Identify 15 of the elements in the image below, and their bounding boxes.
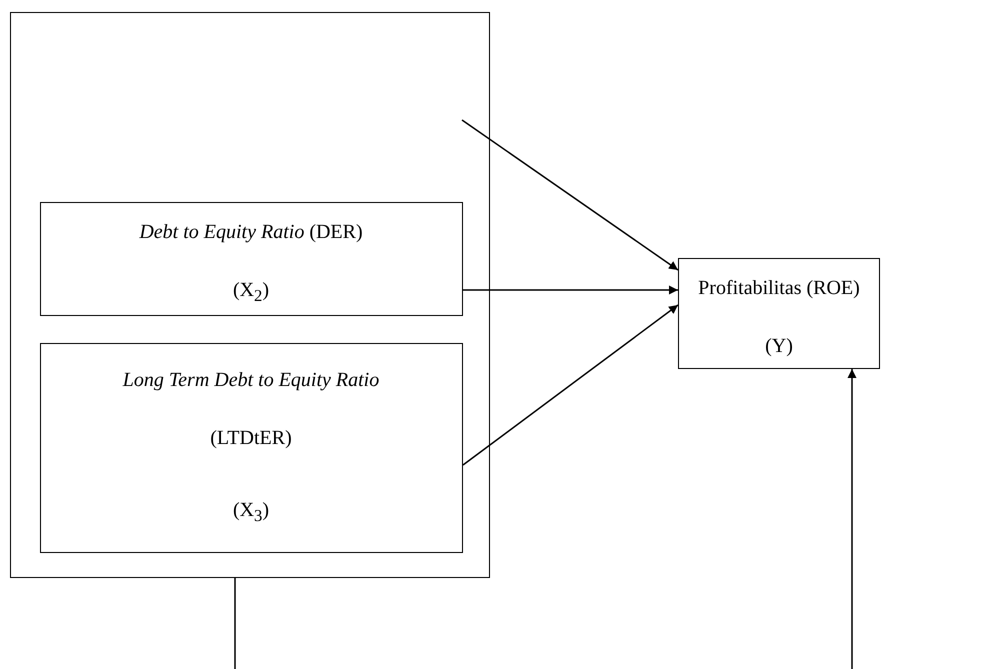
group-box: [10, 12, 490, 578]
node-text: Long Term Debt to Equity Ratio (LTDtER): [122, 368, 380, 450]
arrow: [462, 119, 678, 271]
process-box: [678, 258, 880, 369]
node-text: (X$_{3}$): [232, 498, 270, 526]
process-box: [40, 202, 462, 316]
node-text: Profitabilitas (ROE): [697, 276, 861, 301]
node-text: Debt to Equity Ratio (DER): [138, 220, 364, 244]
process-box: [40, 342, 462, 552]
node-text: (X$_{2}$): [232, 278, 270, 306]
arrow: [463, 286, 678, 294]
arrow: [848, 369, 856, 669]
connector-line: [234, 578, 236, 669]
arrow: [462, 304, 678, 466]
node-text: (Y): [764, 334, 794, 359]
